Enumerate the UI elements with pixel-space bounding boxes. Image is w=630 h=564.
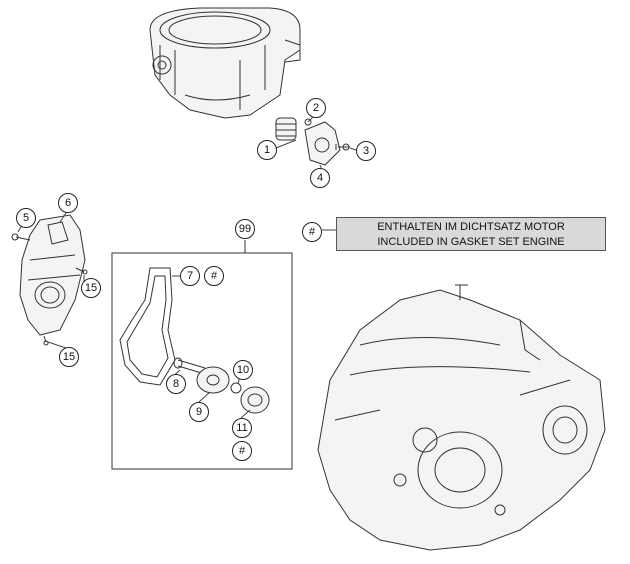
impeller-part — [196, 366, 230, 394]
screw-part-15-top — [75, 267, 88, 275]
callout-5: 5 — [16, 208, 36, 228]
cylinder-part — [149, 7, 301, 119]
callout-11: 11 — [232, 418, 252, 438]
callout-8: 8 — [166, 374, 186, 394]
callout-7-hash: # — [204, 266, 224, 286]
gasket-set-legend: ENTHALTEN IM DICHTSATZ MOTOR INCLUDED IN… — [336, 217, 606, 251]
callout-1: 1 — [257, 140, 277, 160]
callout-2: 2 — [306, 98, 326, 118]
thermostat-cover-part — [304, 118, 341, 166]
o-ring-part — [230, 382, 242, 394]
thermostat-part — [275, 117, 297, 141]
kit-frame — [111, 252, 293, 470]
callout-6: 6 — [58, 193, 78, 213]
callout-9: 9 — [189, 402, 209, 422]
callout-7: 7 — [180, 266, 200, 286]
legend-hash-symbol: # — [302, 222, 322, 242]
gasket-part — [119, 267, 176, 386]
screw-part-3 — [335, 143, 350, 151]
callout-10: 10 — [233, 360, 253, 380]
callout-15-bottom: 15 — [59, 347, 79, 367]
callout-4: 4 — [310, 168, 330, 188]
screw-part-5 — [11, 233, 31, 241]
legend-line-german: ENTHALTEN IM DICHTSATZ MOTOR — [377, 221, 565, 233]
leader-lines — [17, 113, 357, 419]
water-pump-cover-part — [19, 214, 86, 336]
callout-15-top: 15 — [81, 278, 101, 298]
screw-part-15-bottom — [43, 335, 49, 346]
legend-line-english: INCLUDED IN GASKET SET ENGINE — [377, 236, 565, 248]
callout-11-hash: # — [232, 441, 252, 461]
crankcase-part — [317, 284, 606, 551]
callout-3: 3 — [356, 141, 376, 161]
callout-99: 99 — [235, 219, 255, 239]
shaft-seal-part — [240, 386, 270, 414]
